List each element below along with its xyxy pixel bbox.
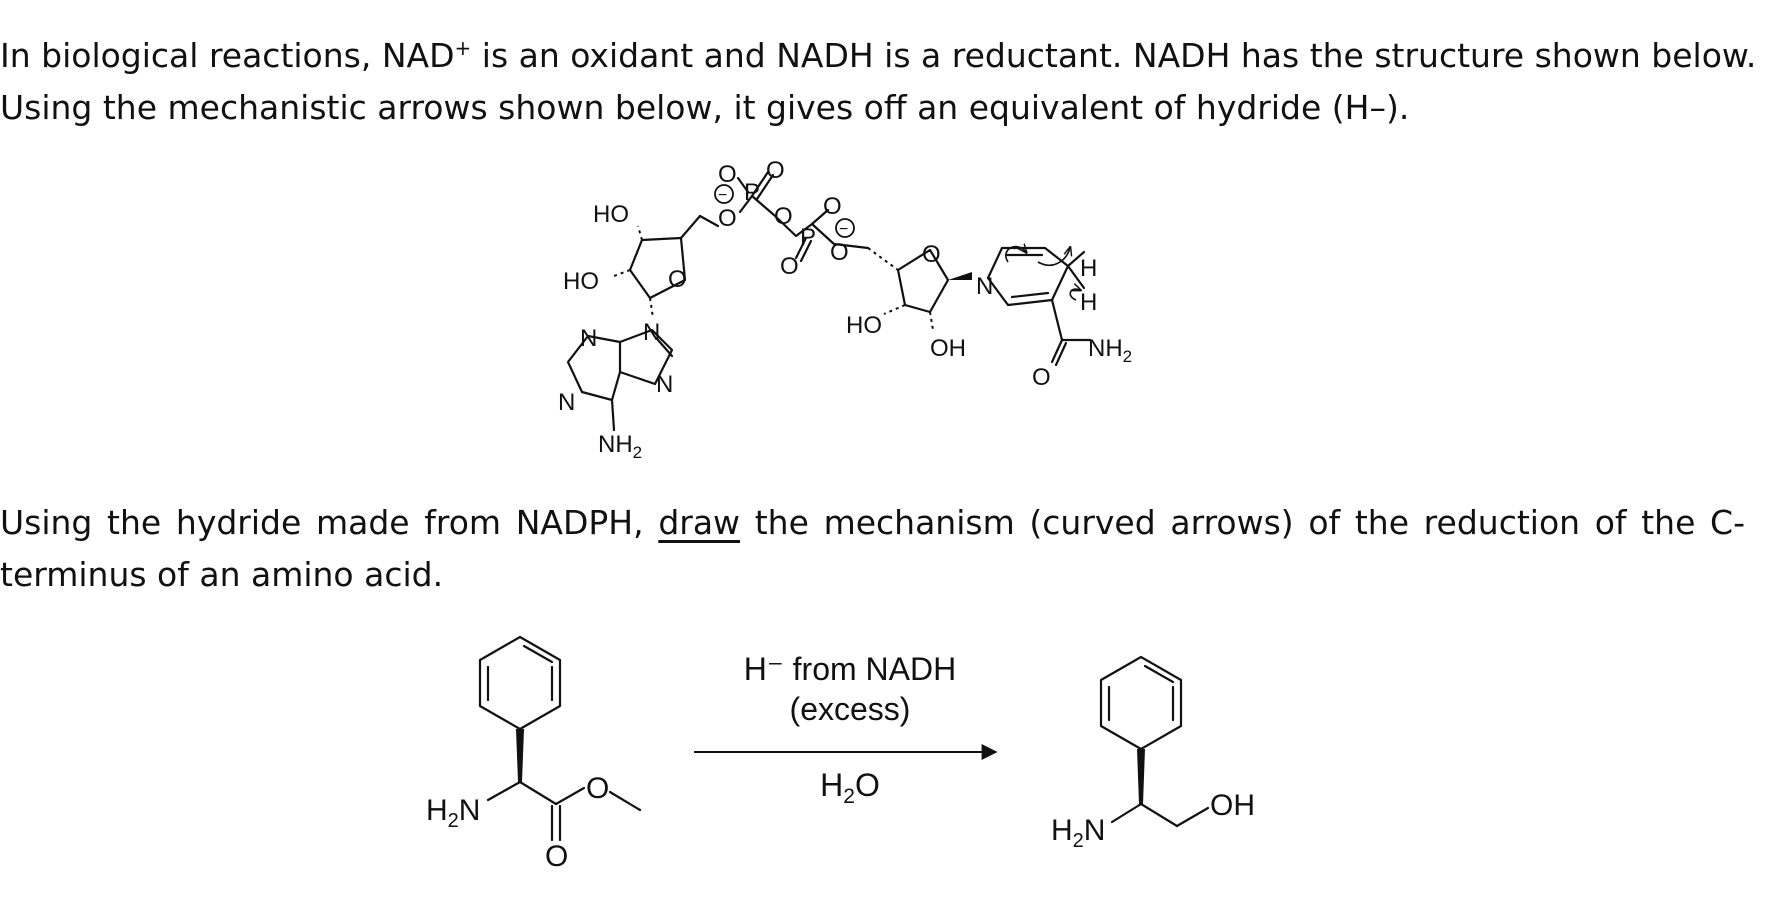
phosphorus-label: P xyxy=(800,224,816,251)
nitrogen-label: N xyxy=(643,319,660,346)
reagent-label: H⁻ from NADH xyxy=(744,651,956,687)
pyrimidine-ring xyxy=(566,334,622,402)
minus-sign: − xyxy=(718,187,727,204)
oxygen-label: O xyxy=(718,161,737,188)
benzene-ring xyxy=(1099,655,1183,751)
wedge-bond xyxy=(516,729,524,782)
oxygen-label: O xyxy=(1032,364,1051,391)
oh-label: OH xyxy=(930,335,966,362)
nitrogen-label: N xyxy=(656,371,673,398)
nitrogen-label: N xyxy=(580,325,597,352)
oxygen-label: O xyxy=(766,157,785,184)
draw-underlined: draw xyxy=(658,503,741,542)
ribose-1-ring xyxy=(628,236,687,300)
product-structure: H2N OH xyxy=(1051,655,1255,852)
ribose-2-ring xyxy=(896,248,950,314)
amine-label: H2N xyxy=(426,794,480,832)
curved-arrow-1 xyxy=(1005,247,1026,263)
ho-label: HO xyxy=(563,268,599,295)
charge-circle-2 xyxy=(835,218,855,238)
curved-arrow-3 xyxy=(1069,289,1080,301)
nh2-label: NH2 xyxy=(1088,335,1132,366)
ester-oxygen-label: O xyxy=(586,772,609,805)
oxygen-label: O xyxy=(830,239,849,266)
hydroxyl-label: OH xyxy=(1210,789,1255,822)
curved-arrow-2 xyxy=(1037,248,1070,266)
nicotinamide-ring xyxy=(986,246,1070,307)
benzene-ring xyxy=(478,635,562,731)
oxygen-label: O xyxy=(823,193,842,220)
hydrogen-label: H xyxy=(1080,289,1097,316)
intro-line-1: In biological reactions, NAD+ is an oxid… xyxy=(0,36,1757,75)
wedge-bond xyxy=(1137,749,1145,804)
oxygen-label: O xyxy=(718,205,737,232)
nh2-label: NH2 xyxy=(598,431,642,462)
oxygen-label: O xyxy=(780,253,799,280)
reagent-excess-label: (excess) xyxy=(790,691,911,727)
imidazole-ring xyxy=(618,328,674,386)
water-label: H2O xyxy=(820,767,880,808)
nadh-structure: HO HO O N N N N NH2 O O O P O O O P O − … xyxy=(558,157,1132,462)
reactant-structure: H2N O O xyxy=(426,635,642,873)
nitrogen-label: N xyxy=(976,273,993,300)
minus-sign: − xyxy=(839,221,848,238)
nitrogen-label: N xyxy=(558,389,575,416)
carbonyl-oxygen-label: O xyxy=(545,840,568,873)
oxygen-label: O xyxy=(922,241,941,268)
question-paragraph: Using the hydride made from NADPH, draw … xyxy=(0,503,1746,594)
ho-label: HO xyxy=(593,201,629,228)
hydrogen-label: H xyxy=(1080,255,1097,282)
phosphorus-label: P xyxy=(744,179,760,206)
charge-circle-1 xyxy=(714,184,734,204)
intro-paragraph: In biological reactions, NAD+ is an oxid… xyxy=(0,22,1772,134)
intro-line-2: Using the mechanistic arrows shown below… xyxy=(0,88,1410,127)
ho-label: HO xyxy=(846,312,882,339)
oxygen-label: O xyxy=(774,203,793,230)
amine-label: H2N xyxy=(1051,814,1105,852)
reaction-arrow-group: H⁻ from NADH (excess) H2O xyxy=(694,651,998,808)
oxygen-label: O xyxy=(668,266,687,293)
nad-plus-superscript: + xyxy=(454,36,472,60)
